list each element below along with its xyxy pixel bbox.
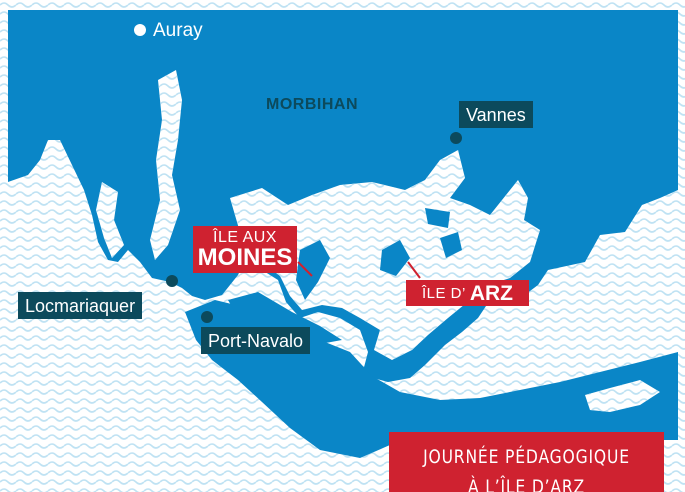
banner-line2: À L’ÎLE D’ARZ [467, 476, 586, 492]
port-navalo-marker [201, 311, 213, 323]
ile-aux-moines-line1: ÎLE AUX [213, 229, 277, 246]
ile-aux-moines-label: ÎLE AUX MOINES [193, 226, 297, 273]
ile-d-arz-pointer [407, 261, 421, 279]
event-banner: JOURNÉE PÉDAGOGIQUE À L’ÎLE D’ARZ [389, 432, 664, 492]
ile-aux-moines-line2: MOINES [197, 244, 293, 271]
port-navalo-label: Port-Navalo [201, 327, 311, 354]
vannes-marker [450, 132, 462, 144]
ile-d-arz-prefix: ÎLE D’ [421, 284, 466, 302]
locmariaquer-label: Locmariaquer [18, 292, 143, 319]
ile-d-arz-name: ARZ [469, 281, 514, 305]
region-label: MORBIHAN [266, 96, 358, 113]
banner-line1: JOURNÉE PÉDAGOGIQUE [423, 446, 630, 468]
ile-d-arz-label: ÎLE D’ ARZ [406, 280, 529, 306]
auray-label: Auray [153, 20, 203, 41]
ile-aux-moines-pointer [297, 261, 313, 277]
locmariaquer-marker [166, 275, 178, 287]
vannes-label: Vannes [459, 101, 533, 128]
auray-marker [134, 24, 146, 36]
inner-waters [228, 208, 462, 344]
